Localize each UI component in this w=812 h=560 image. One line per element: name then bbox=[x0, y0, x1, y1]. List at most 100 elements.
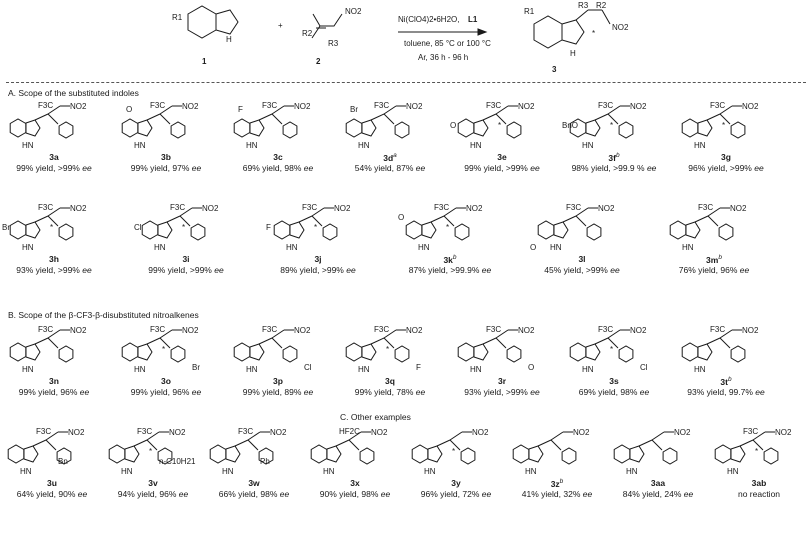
fluoroalkyl-label: F3C bbox=[238, 427, 253, 436]
yield-value: 93% yield, 99.7% bbox=[687, 387, 756, 397]
nitro-label: NO2 bbox=[294, 102, 311, 111]
ee-label: ee bbox=[481, 489, 492, 499]
nitro-label: NO2 bbox=[70, 204, 87, 213]
yield-value: 64% yield, 90% bbox=[16, 489, 78, 499]
yield-value: 99% yield, >99% bbox=[16, 163, 83, 173]
ee-label: ee bbox=[279, 489, 290, 499]
compound-id: 3b bbox=[161, 152, 171, 162]
compound-id: 3ab bbox=[751, 478, 767, 488]
yield-value: 96% yield, >99% bbox=[688, 163, 755, 173]
stereocenter-star: * bbox=[610, 345, 613, 354]
indole-nh-label: HN bbox=[222, 467, 234, 476]
compound-id: 3x bbox=[350, 478, 360, 488]
indole-nh-label: HN bbox=[154, 243, 166, 252]
r1-label: R1 bbox=[172, 13, 183, 22]
benzene-ring bbox=[681, 118, 699, 138]
fluoroalkyl-label: F3C bbox=[38, 325, 53, 334]
aryl-ring bbox=[718, 223, 734, 241]
aryl-ring bbox=[454, 223, 470, 241]
nitro-label: NO2 bbox=[70, 326, 87, 335]
pyrrole-ring bbox=[25, 343, 41, 361]
result-text: 99% yield, 97% ee bbox=[96, 163, 236, 173]
yield-value: 99% yield, >99% bbox=[148, 265, 215, 275]
aryl-ring bbox=[58, 223, 74, 241]
section-b-title: B. Scope of the β-CF3-β-disubstituted ni… bbox=[8, 310, 199, 320]
benzene-ring bbox=[273, 220, 291, 240]
benzene-ring bbox=[9, 220, 27, 240]
result-text: 66% yield, 98% ee bbox=[184, 489, 324, 499]
aryl-ring bbox=[359, 447, 375, 465]
pyrrole-ring bbox=[585, 343, 601, 361]
nitro-label: NO2 bbox=[334, 204, 351, 213]
compound-id: 3a bbox=[49, 152, 59, 162]
ee-label: ee bbox=[303, 163, 314, 173]
aryl-ring bbox=[282, 121, 298, 139]
compound-id: 3p bbox=[273, 376, 283, 386]
yield-value: 90% yield, 98% bbox=[319, 489, 381, 499]
stereocenter-star: * bbox=[162, 345, 165, 354]
ee-label: ee bbox=[79, 387, 90, 397]
aryl-ring bbox=[58, 121, 74, 139]
indole-nh-label: HN bbox=[582, 365, 594, 374]
compound-id: 3aa bbox=[650, 478, 666, 488]
ee-label: ee bbox=[346, 265, 356, 275]
fluoroalkyl-label: F3C bbox=[170, 203, 185, 212]
aryl-ring bbox=[506, 121, 522, 139]
ee-label: ee bbox=[380, 489, 391, 499]
benzene-ring bbox=[233, 342, 251, 362]
pyrrole-ring bbox=[25, 221, 41, 239]
footnote-mark: b bbox=[615, 152, 620, 159]
benzene-ring bbox=[121, 118, 139, 138]
stereocenter-star: * bbox=[182, 223, 185, 232]
r2-label: R2 bbox=[302, 29, 313, 38]
aryl-ring bbox=[730, 121, 746, 139]
nitro-label: NO2 bbox=[518, 102, 535, 111]
compound-id: 3g bbox=[721, 152, 731, 162]
aryl-ring bbox=[258, 447, 274, 465]
section-a-title: A. Scope of the substituted indoles bbox=[8, 88, 139, 98]
aryl-substituent-label: Br bbox=[192, 363, 200, 372]
compound-id: 3i bbox=[182, 254, 190, 264]
result-text: 96% yield, >99% ee bbox=[656, 163, 796, 173]
product-r2: R2 bbox=[596, 1, 607, 10]
compound-id: 3u bbox=[47, 478, 57, 488]
fluoroalkyl-label: F3C bbox=[566, 203, 581, 212]
ee-label: ee bbox=[755, 387, 765, 397]
result-text: 96% yield, 72% ee bbox=[386, 489, 526, 499]
yield-value: 99% yield, 96% bbox=[18, 387, 80, 397]
ee-label: ee bbox=[191, 163, 202, 173]
compound-id: 3l bbox=[578, 254, 586, 264]
result-text: 93% yield, >99% ee bbox=[432, 387, 572, 397]
ee-label: ee bbox=[582, 489, 593, 499]
indole-nh-label: HN bbox=[626, 467, 638, 476]
indole-nh-label: HN bbox=[246, 365, 258, 374]
yield-value: 69% yield, 98% bbox=[242, 163, 304, 173]
stereocenter-star: * bbox=[755, 447, 758, 456]
aryl-ring bbox=[322, 223, 338, 241]
aryl-ring bbox=[460, 447, 476, 465]
aryl-ring bbox=[561, 447, 577, 465]
indole-nh-label: HN bbox=[358, 141, 370, 150]
product-r3: R3 bbox=[578, 1, 589, 10]
benzene-ring bbox=[669, 220, 687, 240]
ee-label: ee bbox=[683, 489, 694, 499]
result-text: 41% yield, 32% ee bbox=[487, 489, 627, 499]
result-text: 89% yield, >99% ee bbox=[248, 265, 388, 275]
aryl-ring bbox=[170, 121, 186, 139]
result-text: 94% yield, 96% ee bbox=[83, 489, 223, 499]
substituent-label: Cl bbox=[134, 223, 142, 232]
benzene-ring bbox=[209, 444, 227, 464]
nitro-label: NO2 bbox=[406, 102, 423, 111]
section-c-title: C. Other examples bbox=[340, 412, 411, 422]
pyrrole-ring bbox=[697, 119, 713, 137]
